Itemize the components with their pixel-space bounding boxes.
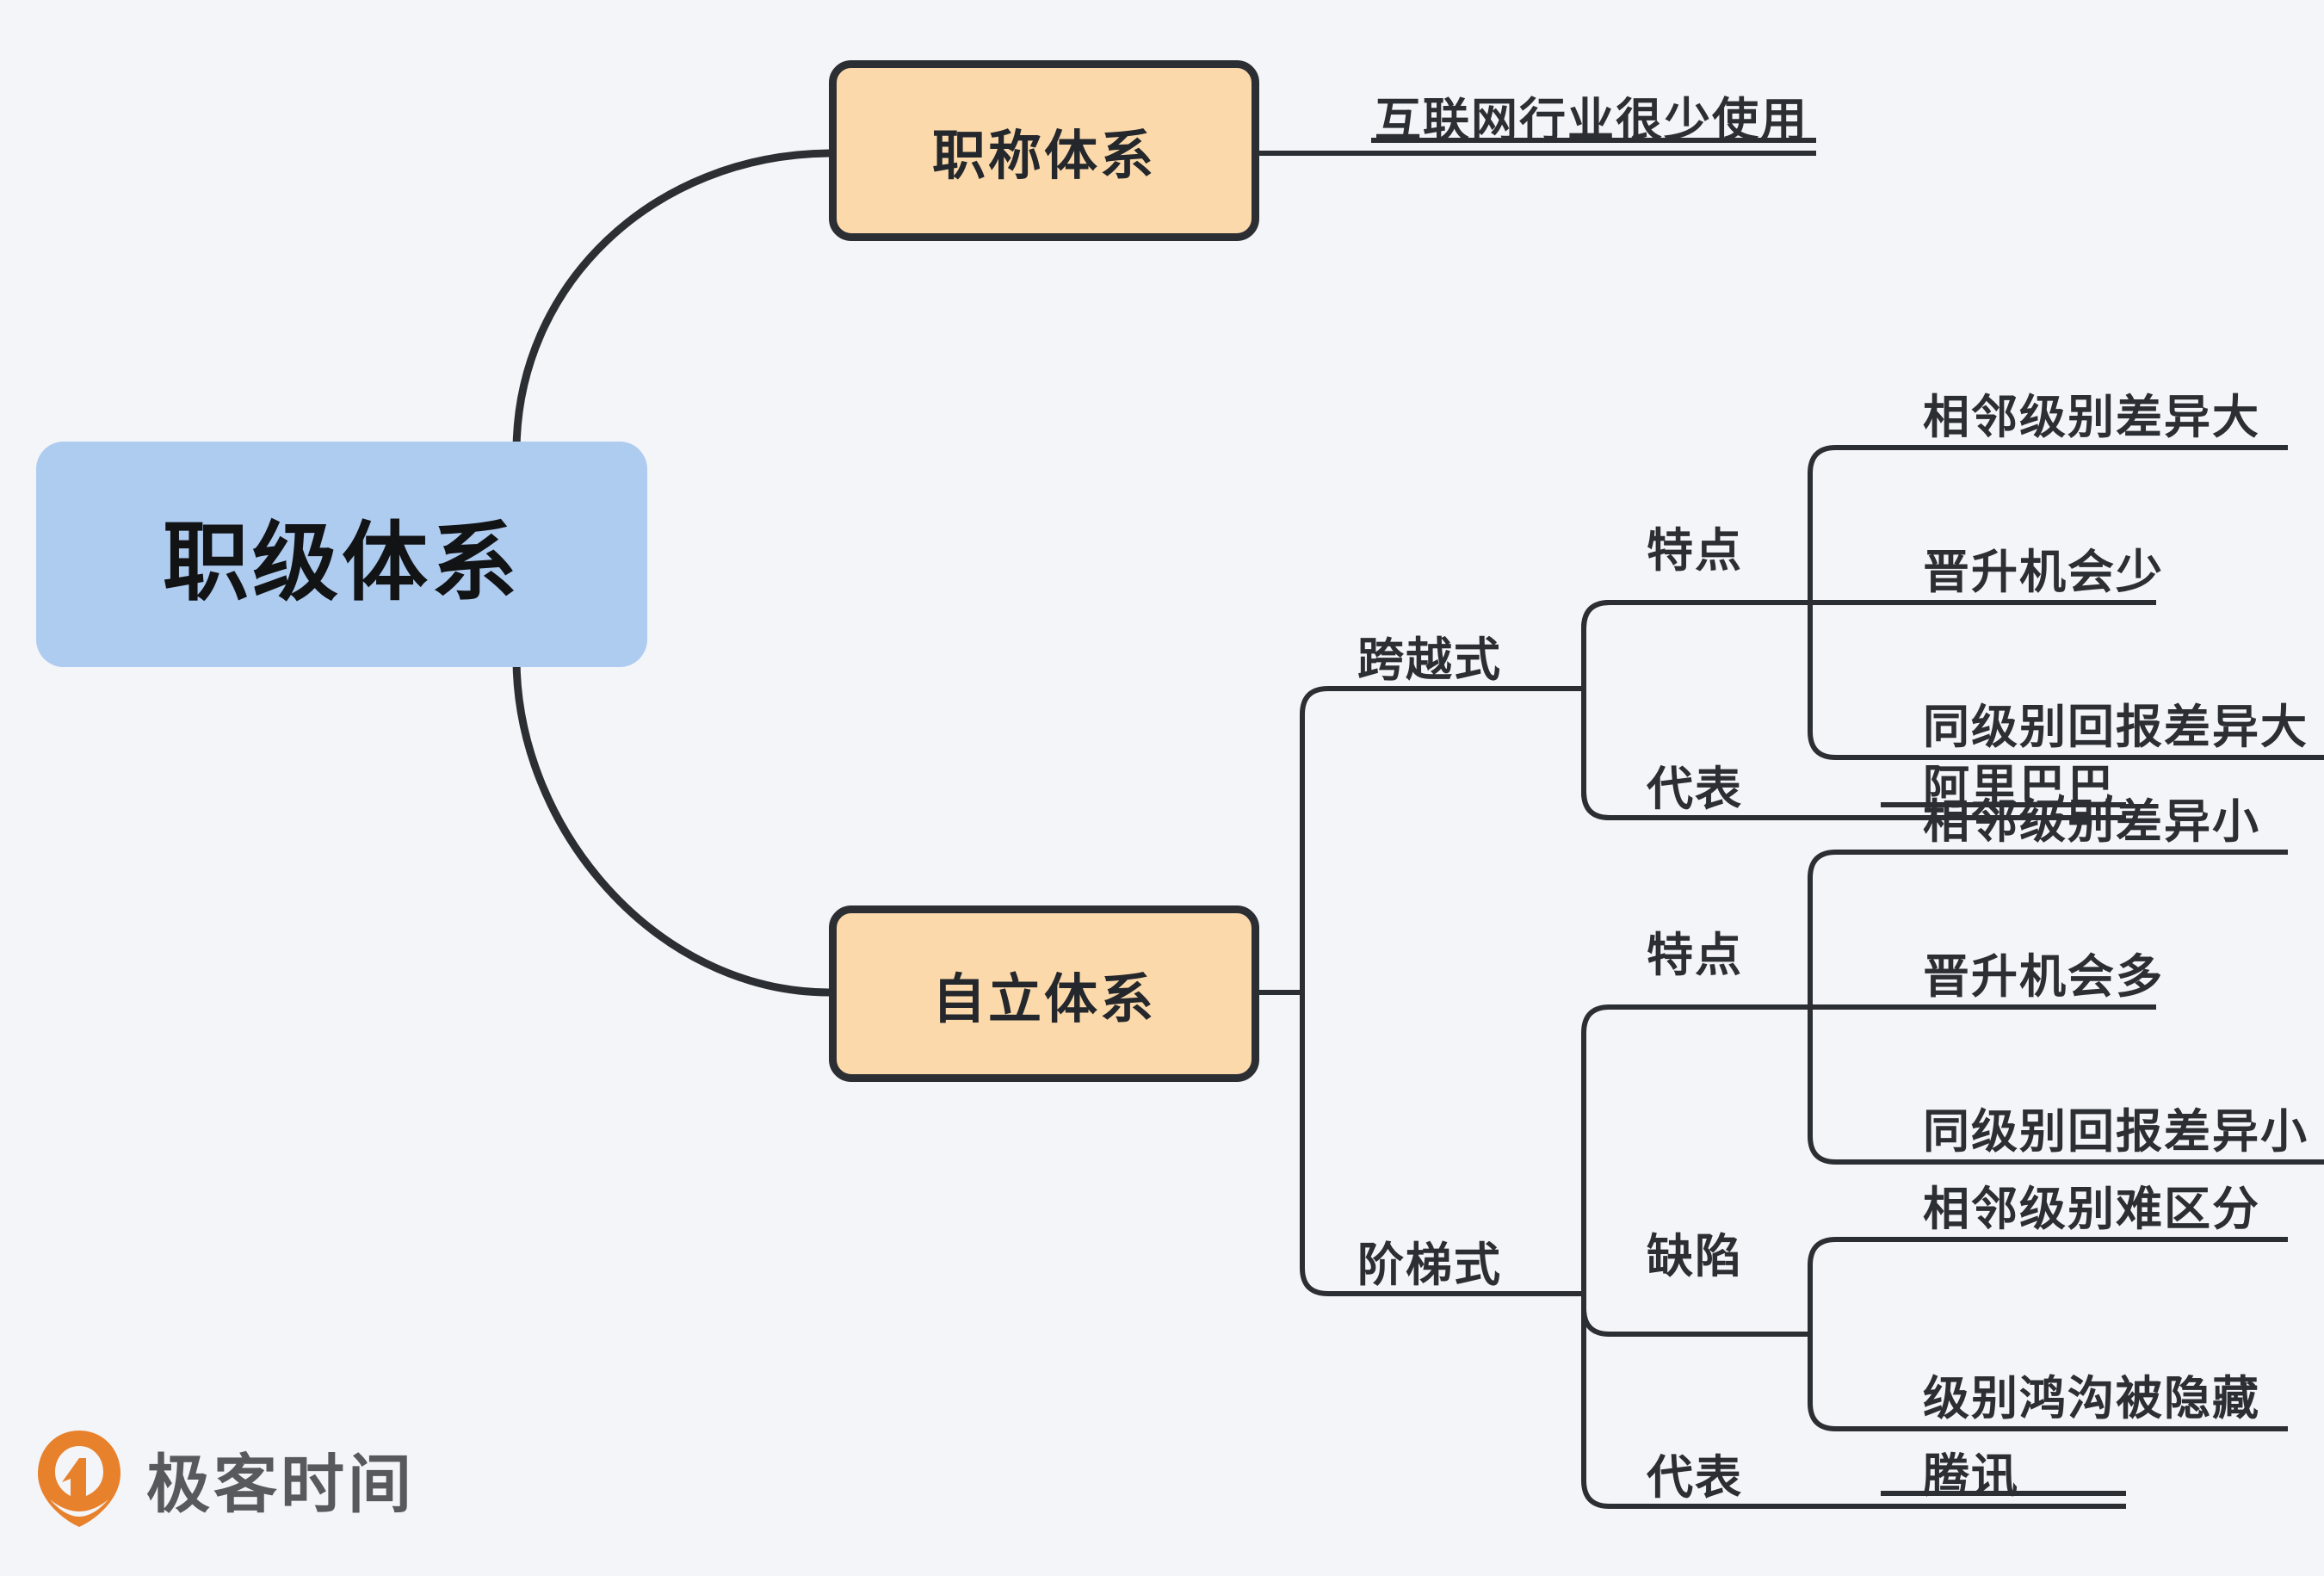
leaf-tencent[interactable]: 腾讯 xyxy=(1923,1450,2019,1502)
root-node[interactable]: 职级体系 xyxy=(36,442,647,667)
geektime-logo-text: 极客时间 xyxy=(146,1448,415,1520)
leaf-xianglin-jibie-chayi-da[interactable]: 相邻级别差异大 xyxy=(1923,392,2260,443)
group-label-jieti-quexian[interactable]: 缺陷 xyxy=(1647,1231,1743,1282)
edge-kuayue-tedian-arm xyxy=(1581,600,1810,629)
leaf-alibaba[interactable]: 阿里巴巴 xyxy=(1923,762,2116,813)
geektime-drop-icon xyxy=(34,1429,124,1529)
leaf-xianglin-jibie-chayi-xiao[interactable]: 相邻级别差异小 xyxy=(1923,796,2260,848)
group-label-jieti-daibiao[interactable]: 代表 xyxy=(1647,1452,1743,1504)
edge-root-to-zhicheng xyxy=(512,149,833,456)
branch-node-zhicheng[interactable]: 职称体系 xyxy=(829,60,1259,241)
branch-node-zili[interactable]: 自立体系 xyxy=(829,905,1259,1082)
node-kuayueshi[interactable]: 跨越式 xyxy=(1357,634,1502,686)
edge-jieti-quexian-fan xyxy=(1808,1237,1919,1431)
group-label-kuayue-tedian[interactable]: 特点 xyxy=(1647,525,1743,577)
leaf-jinsheng-jihui-shao[interactable]: 晋升机会少 xyxy=(1923,547,2164,598)
leaf-xianglin-jibie-nan-qufen[interactable]: 相邻级别难区分 xyxy=(1923,1184,2260,1235)
root-node-label: 职级体系 xyxy=(163,514,521,611)
node-jietishi[interactable]: 阶梯式 xyxy=(1357,1239,1502,1291)
branch-node-zhicheng-label: 职称体系 xyxy=(931,127,1156,186)
geektime-logo: 极客时间 xyxy=(34,1429,415,1529)
leaf-jinsheng-jihui-duo[interactable]: 晋升机会多 xyxy=(1923,951,2164,1003)
edge-root-to-zili xyxy=(512,654,833,997)
group-label-jieti-tedian[interactable]: 特点 xyxy=(1647,930,1743,981)
edge-jieti-tedian-fan xyxy=(1808,850,1919,1165)
leaf-tongjibie-huibao-chayi-da[interactable]: 同级别回报差异大 xyxy=(1923,701,2309,753)
group-label-kuayue-daibiao[interactable]: 代表 xyxy=(1647,763,1743,815)
leaf-tongjibie-huibao-chayi-xiao[interactable]: 同级别回报差异小 xyxy=(1923,1106,2309,1158)
leaf-jibie-honggou-bei-yincang[interactable]: 级别鸿沟被隐藏 xyxy=(1923,1373,2260,1425)
edge-kuayue-trunk xyxy=(1581,600,1610,820)
branch-node-zili-label: 自立体系 xyxy=(931,969,1156,1029)
leaf-hulianwang-hangye[interactable]: 互联网行业很少使用 xyxy=(1375,95,1808,146)
edge-zili-trunk xyxy=(1300,686,1584,1296)
edge-kuayue-tedian-fan xyxy=(1808,445,1919,760)
